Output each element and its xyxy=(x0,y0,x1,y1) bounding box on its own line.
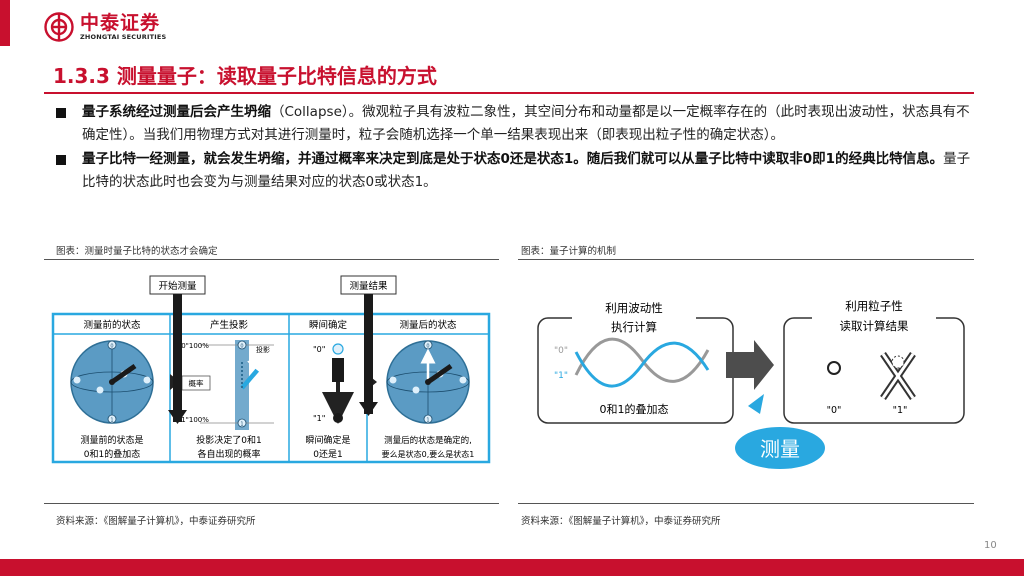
stage-description: 测量后的状态是确定的, xyxy=(384,435,472,446)
measure-bubble-label: 测量 xyxy=(760,437,800,461)
brand-name-cn: 中泰证券 xyxy=(80,12,161,34)
readout-zero-label: "0" xyxy=(827,405,842,416)
svg-text:1: 1 xyxy=(110,418,113,424)
wave-zero-curve xyxy=(574,337,710,383)
quantum-computing-mechanism-diagram: 利用波动性 执行计算 "0" "1" 0和1的叠加态 利用粒子性 读取计算结果 … xyxy=(537,294,965,469)
zhongtai-logo-icon xyxy=(44,12,74,42)
instant-one-label: "1" xyxy=(313,414,325,423)
instant-zero-label: "0" xyxy=(313,345,325,354)
page-title: 1.3.3 测量量子：读取量子比特信息的方式 xyxy=(53,64,437,88)
footer-bar xyxy=(0,559,1024,576)
start-measure-label: 开始测量 xyxy=(158,280,197,292)
box2-title-line1: 利用粒子性 xyxy=(845,299,903,313)
bloch-sphere-before: 0 1 xyxy=(70,340,154,424)
left-accent-bar xyxy=(0,0,10,46)
superposition-label: 0和1的叠加态 xyxy=(600,402,669,416)
brand-logo: 中泰证券 ZHONGTAI SECURITIES xyxy=(44,12,166,42)
box1-title-line2: 执行计算 xyxy=(611,320,657,334)
square-bullet-icon xyxy=(56,155,66,165)
svg-text:0: 0 xyxy=(110,344,113,350)
source-rule-left xyxy=(44,503,499,504)
prob-zero-label: "0"100% xyxy=(178,342,209,350)
stage-header: 产生投影 xyxy=(210,319,249,331)
diagram-frame xyxy=(51,312,491,464)
bloch-sphere-after: 0 1 xyxy=(386,340,470,424)
box2-title-line2: 读取计算结果 xyxy=(840,319,909,333)
bullet-bold-text: 量子比特一经测量，就会发生坍缩，并通过概率来决定到底是处于状态0还是状态1。随后… xyxy=(82,151,944,167)
svg-text:0: 0 xyxy=(240,344,243,350)
bullet-text: （Collapse）。微观粒子具有波粒二象性，其空间分布和动量都是以一定概率存在… xyxy=(82,104,970,143)
bullet-item: 量子比特一经测量，就会发生坍缩，并通过概率来决定到底是处于状态0还是状态1。随后… xyxy=(56,148,971,194)
square-bullet-icon xyxy=(56,108,66,118)
stage-description: 投影决定了0和1 xyxy=(196,434,261,446)
title-divider xyxy=(44,92,974,94)
projection-illustration: 0 1 "0"100% "1"100% 概率 投影 xyxy=(178,340,275,430)
svg-text:1: 1 xyxy=(240,422,243,428)
result-zero-dot xyxy=(827,361,841,375)
svg-text:0: 0 xyxy=(426,344,429,350)
wave-zero-label: "0" xyxy=(554,346,568,356)
caption-rule-left xyxy=(44,259,499,260)
projection-label: 投影 xyxy=(256,345,270,354)
stage-description: 0和1的叠加态 xyxy=(84,448,140,460)
svg-text:1: 1 xyxy=(426,418,429,424)
figure-right-caption: 图表：量子计算的机制 xyxy=(521,246,617,257)
source-rule-right xyxy=(518,503,974,504)
result-one-cross-icon xyxy=(880,352,916,400)
source-right: 资料来源：《图解量子计算机》，中泰证券研究所 xyxy=(521,516,721,527)
caption-rule-right xyxy=(518,259,974,260)
measure-bubble: 测量 xyxy=(735,394,825,469)
stage-header: 测量后的状态 xyxy=(399,319,457,331)
readout-one-label: "1" xyxy=(893,405,908,416)
brand-name-en: ZHONGTAI SECURITIES xyxy=(80,33,167,41)
source-left: 资料来源：《图解量子计算机》，中泰证券研究所 xyxy=(56,516,256,527)
stage-description: 瞬间确定是 xyxy=(305,434,350,446)
bullet-text: 量子比特的状态此时也会变为与测量结果对应的状态0或状态1。 xyxy=(82,151,971,190)
stage-header: 测量前的状态 xyxy=(83,319,141,331)
bullet-bold-text: 量子系统经过测量后会产生坍缩 xyxy=(82,104,271,120)
stage-description: 各自出现的概率 xyxy=(197,448,260,460)
measurement-diagram: 开始测量 测量结果 测量前的状态 产生投影 瞬间确定 测量后的状态 0 1 0 xyxy=(51,275,491,464)
figure-left-caption: 图表：测量时量子比特的状态才会确定 xyxy=(56,246,218,257)
prob-label: 概率 xyxy=(189,378,204,388)
page-number: 10 xyxy=(984,540,997,551)
stage-description: 测量前的状态是 xyxy=(80,434,143,446)
result-label: 测量结果 xyxy=(349,280,388,292)
bullet-list: 量子系统经过测量后会产生坍缩（Collapse）。微观粒子具有波粒二象性，其空间… xyxy=(56,101,971,195)
instant-determination: "0" "1" xyxy=(313,343,354,424)
stage-description: 要么是状态0,要么是状态1 xyxy=(382,449,475,459)
bullet-item: 量子系统经过测量后会产生坍缩（Collapse）。微观粒子具有波粒二象性，其空间… xyxy=(56,101,971,147)
right-arrow-icon xyxy=(726,340,774,390)
wave-one-curve xyxy=(574,341,710,388)
stage-description: 0还是1 xyxy=(313,448,342,460)
prob-one-label: "1"100% xyxy=(178,416,209,424)
wave-one-label: "1" xyxy=(554,371,568,381)
box1-title-line1: 利用波动性 xyxy=(605,301,663,315)
stage-header: 瞬间确定 xyxy=(309,319,348,331)
